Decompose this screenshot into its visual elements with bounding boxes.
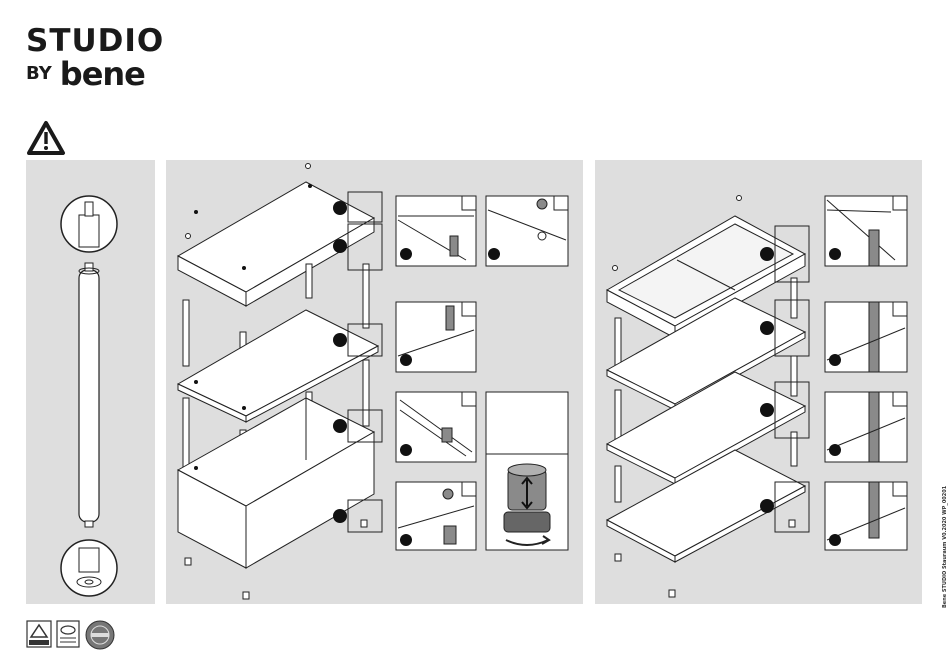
rod-illustration (26, 160, 155, 604)
cabinet-assembly-panel (166, 160, 583, 604)
tray-assembly-panel (595, 160, 922, 604)
quality-mark-icon (56, 620, 80, 648)
brand-line-by: BY bene (26, 59, 166, 89)
cabinet-assembly-illustration (166, 160, 583, 604)
brand-line-studio: STUDIO (26, 26, 166, 57)
warning-triangle-icon (26, 120, 66, 156)
tray-assembly-illustration (595, 160, 922, 604)
document-side-note: Bene STUDIO Stauraum V0.2020 WP_00201 (942, 486, 948, 608)
brand-by: BY (26, 63, 52, 85)
round-seal-icon (85, 620, 115, 650)
rod-detail-panel (26, 160, 155, 604)
brand-wordmark: bene (60, 59, 145, 89)
gs-safety-mark-icon (26, 620, 52, 648)
brand-logo: STUDIO BY bene (26, 26, 166, 89)
